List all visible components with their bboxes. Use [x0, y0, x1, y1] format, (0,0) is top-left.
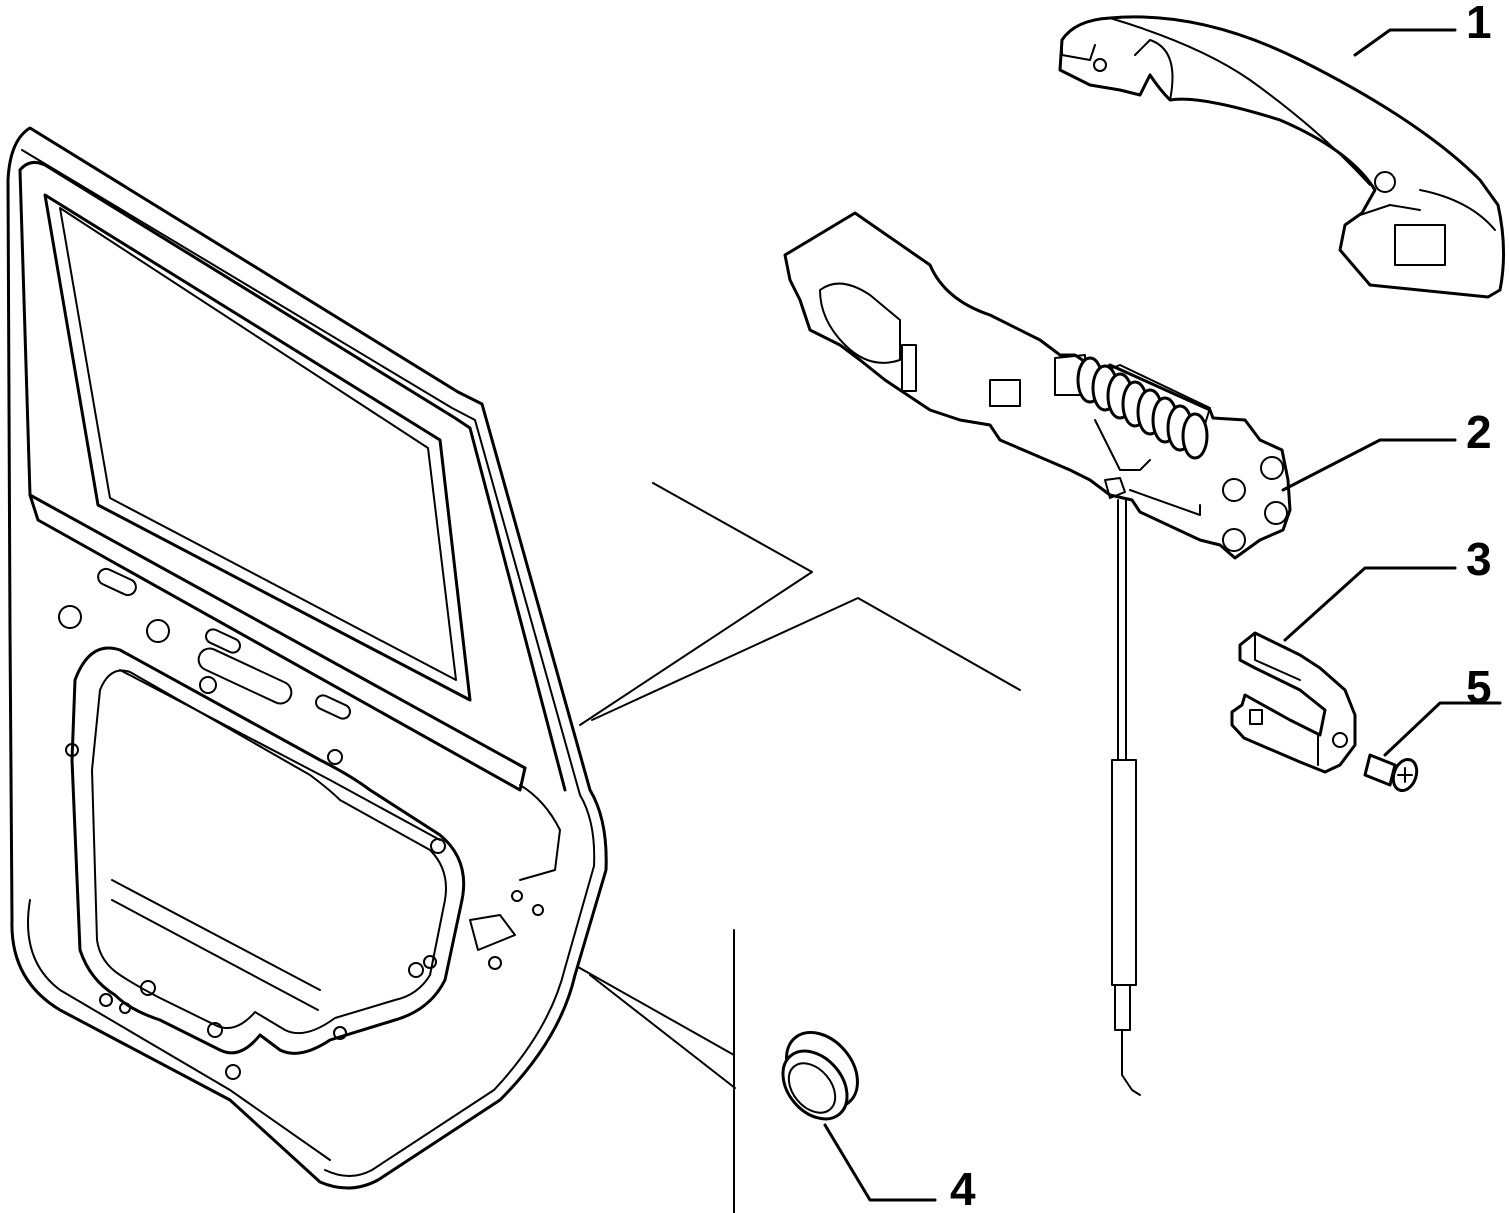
callout-1: 1	[1466, 0, 1492, 48]
spring-coil	[1076, 356, 1209, 460]
callout-5: 5	[1466, 661, 1492, 713]
callout-3: 3	[1466, 533, 1492, 585]
handle-mechanism	[783, 211, 1292, 1096]
callout-2: 2	[1466, 406, 1492, 458]
guide-lines	[577, 482, 1021, 1213]
outer-door-handle	[1058, 15, 1506, 299]
leader-lines	[823, 28, 1502, 1202]
door-frame	[6, 126, 608, 1190]
handle-bracket	[1230, 631, 1357, 774]
plug	[781, 1030, 859, 1121]
callout-4: 4	[950, 1163, 976, 1213]
screw	[1363, 753, 1419, 792]
